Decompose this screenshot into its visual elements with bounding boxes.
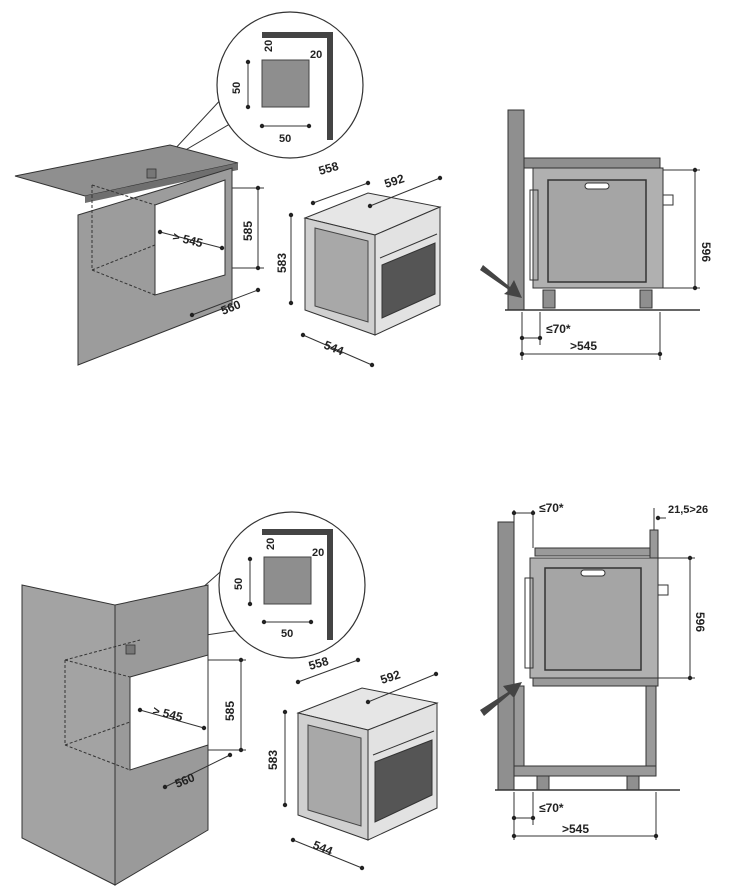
- oven-back-clip: [662, 194, 674, 206]
- detail-dim-width: 50: [279, 133, 291, 145]
- detail-dim-side: 20: [312, 547, 324, 559]
- cabinet-under-counter-top: > 545 585 560: [14, 144, 264, 366]
- oven-door-window: [381, 242, 436, 319]
- oven-depth-top: 558: [317, 159, 340, 178]
- oven-handle: [584, 182, 610, 190]
- cabinet-opening: [154, 179, 226, 296]
- ventilation-hole: [261, 59, 310, 108]
- detail-dim-height: 50: [233, 578, 245, 590]
- side-gap-bottom: ≤70*: [539, 801, 564, 815]
- oven-side-hinge: [524, 577, 534, 669]
- oven-support-base: [532, 677, 659, 687]
- oven-handle: [580, 569, 606, 577]
- oven-foot-left: [542, 289, 556, 309]
- oven-door-window: [374, 739, 433, 823]
- detail-dim-height: 50: [231, 82, 243, 94]
- oven-width-bottom: 592: [379, 667, 403, 687]
- side-min-depth-top: >545: [570, 339, 597, 353]
- ventilation-detail-top: 20 20 50 50: [159, 11, 364, 166]
- side-view-top: 596 ≤70* >545: [480, 109, 713, 360]
- oven-side-hinge: [529, 189, 539, 281]
- vent-marker: [125, 644, 136, 655]
- detail-dim-side: 20: [310, 49, 322, 61]
- oven-side-panel: [314, 227, 369, 323]
- detail-corner: [262, 529, 333, 640]
- oven-height-bottom: 583: [266, 750, 280, 770]
- side-height-bottom: 596: [693, 612, 707, 632]
- detail-dim-top: 20: [263, 40, 275, 52]
- airflow-arrow: [480, 265, 522, 298]
- cabinet-left-side: [21, 584, 116, 886]
- support-foot-right: [626, 775, 640, 791]
- airflow-arrow: [480, 682, 522, 716]
- support-foot-left: [536, 775, 550, 791]
- detail-dim-top: 20: [265, 538, 277, 550]
- oven-height-top: 583: [275, 253, 289, 273]
- oven-back-bracket: [649, 529, 659, 559]
- cabinet-height-top: 585: [241, 221, 255, 241]
- support-leg-right: [645, 685, 657, 777]
- side-view-bottom: ≤70* 21,5>26 596 ≤70* >545: [480, 501, 708, 840]
- upper-panel: [534, 547, 654, 557]
- worktop-edge: [523, 157, 661, 169]
- oven-depth-bottom: 558: [307, 654, 330, 673]
- cabinet-tall-bottom: > 545 585 560: [21, 584, 246, 886]
- vent-marker: [146, 168, 157, 179]
- oven-top: 558 592 583 544: [275, 159, 443, 368]
- oven-bottom: 558 592 583 544: [266, 654, 439, 871]
- detail-dim-width: 50: [281, 628, 293, 640]
- side-offset-bottom: 21,5>26: [668, 504, 708, 516]
- ventilation-hole: [263, 556, 312, 605]
- detail-corner: [262, 32, 333, 140]
- side-height-top: 596: [699, 242, 713, 262]
- wall-pillar: [507, 109, 525, 311]
- oven-side-panel: [307, 724, 362, 827]
- support-leg-left: [513, 685, 525, 777]
- cabinet-opening: [129, 654, 209, 771]
- oven-foot-right: [639, 289, 653, 309]
- oven-back-clip: [657, 584, 669, 596]
- ventilation-detail-bottom: 20 20 50 50: [137, 511, 366, 659]
- support-floor-bar: [513, 765, 657, 777]
- side-gap-top: ≤70*: [546, 322, 571, 336]
- oven-width-top: 592: [383, 171, 407, 191]
- oven-side-inner: [544, 567, 642, 671]
- side-min-depth-bottom: >545: [562, 822, 589, 836]
- wall-pillar: [497, 521, 515, 791]
- side-gap-top-bottom: ≤70*: [539, 501, 564, 515]
- oven-front-width-top: 544: [322, 338, 346, 359]
- countertop-front: [85, 163, 238, 203]
- cabinet-height-bottom: 585: [223, 701, 237, 721]
- oven-side-inner: [547, 179, 647, 283]
